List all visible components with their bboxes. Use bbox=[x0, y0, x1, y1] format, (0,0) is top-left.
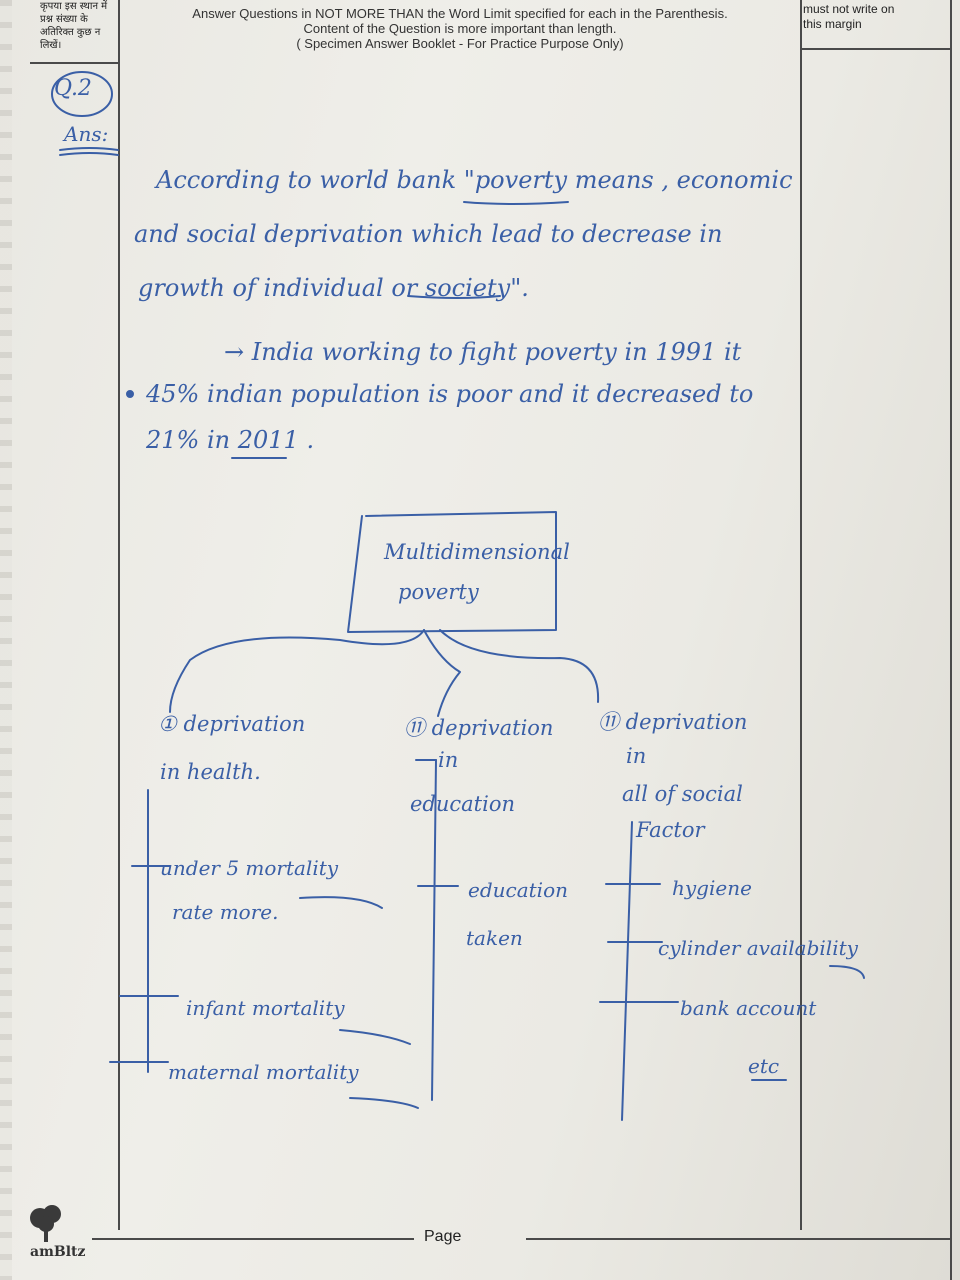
instruction-line-2: Content of the Question is more importan… bbox=[303, 21, 617, 36]
health-item-3: infant mortality bbox=[186, 996, 345, 1020]
footer-rule-left bbox=[92, 1238, 414, 1240]
answer-line-5: 45% indian population is poor and it dec… bbox=[146, 380, 754, 408]
right-margin-line bbox=[800, 0, 802, 1230]
answer-line-4: → India working to fight poverty in 1991… bbox=[224, 338, 742, 366]
instruction-line-3: ( Specimen Answer Booklet - For Practice… bbox=[296, 36, 624, 51]
binding-edge bbox=[0, 0, 12, 1280]
social-item-3: bank account bbox=[680, 996, 817, 1020]
header-instructions: Answer Questions in NOT MORE THAN the Wo… bbox=[120, 6, 800, 51]
brand-tree-icon bbox=[30, 1205, 61, 1242]
branch-education-title-3: education bbox=[410, 792, 515, 816]
social-item-4: etc bbox=[748, 1054, 780, 1078]
margin-instruction-english: must not write on this margin bbox=[803, 2, 895, 31]
branch-education-title-1: ⑪ deprivation bbox=[404, 716, 554, 740]
branch-education-title-2: in bbox=[438, 748, 459, 772]
instruction-line-1: Answer Questions in NOT MORE THAN the Wo… bbox=[192, 6, 728, 21]
social-item-1: hygiene bbox=[672, 876, 752, 900]
left-header-rule bbox=[30, 62, 120, 64]
center-node-line-1: Multidimensional bbox=[384, 540, 570, 564]
branch-social-title-4: Factor bbox=[636, 818, 705, 842]
social-item-2: cylinder availability bbox=[658, 936, 858, 960]
center-node-line-2: poverty bbox=[398, 580, 479, 604]
branch-social-title-3: all of social bbox=[622, 782, 743, 806]
page-label: Page bbox=[424, 1228, 462, 1245]
question-number: Q.2 bbox=[54, 76, 92, 101]
answer-label: Ans: bbox=[64, 122, 109, 146]
education-item-2: taken bbox=[466, 926, 523, 950]
answer-line-6: 21% in 2011 . bbox=[146, 426, 315, 454]
health-item-1: under 5 mortality bbox=[160, 856, 339, 880]
footer-rule-right bbox=[526, 1238, 950, 1240]
left-margin-line bbox=[118, 0, 120, 1230]
answer-line-1: According to world bank "poverty means ,… bbox=[156, 166, 793, 194]
branch-health-title-2: in health. bbox=[160, 760, 261, 784]
education-item-1: education bbox=[468, 878, 568, 902]
right-header-rule bbox=[800, 48, 950, 50]
margin-instruction-hindi: कृपया इस स्थान में प्रश्न संख्या के अतिर… bbox=[40, 1, 108, 51]
brand-logo-text: amBltz bbox=[30, 1244, 86, 1260]
answer-line-2: and social deprivation which lead to dec… bbox=[134, 220, 723, 248]
health-item-2: rate more. bbox=[172, 900, 279, 924]
outer-right-line bbox=[950, 0, 952, 1280]
branch-social-title-1: ⑪ deprivation bbox=[598, 710, 748, 734]
health-item-4: maternal mortality bbox=[168, 1060, 359, 1084]
branch-social-title-2: in bbox=[626, 744, 647, 768]
branch-health-title-1: ① deprivation bbox=[158, 712, 306, 736]
